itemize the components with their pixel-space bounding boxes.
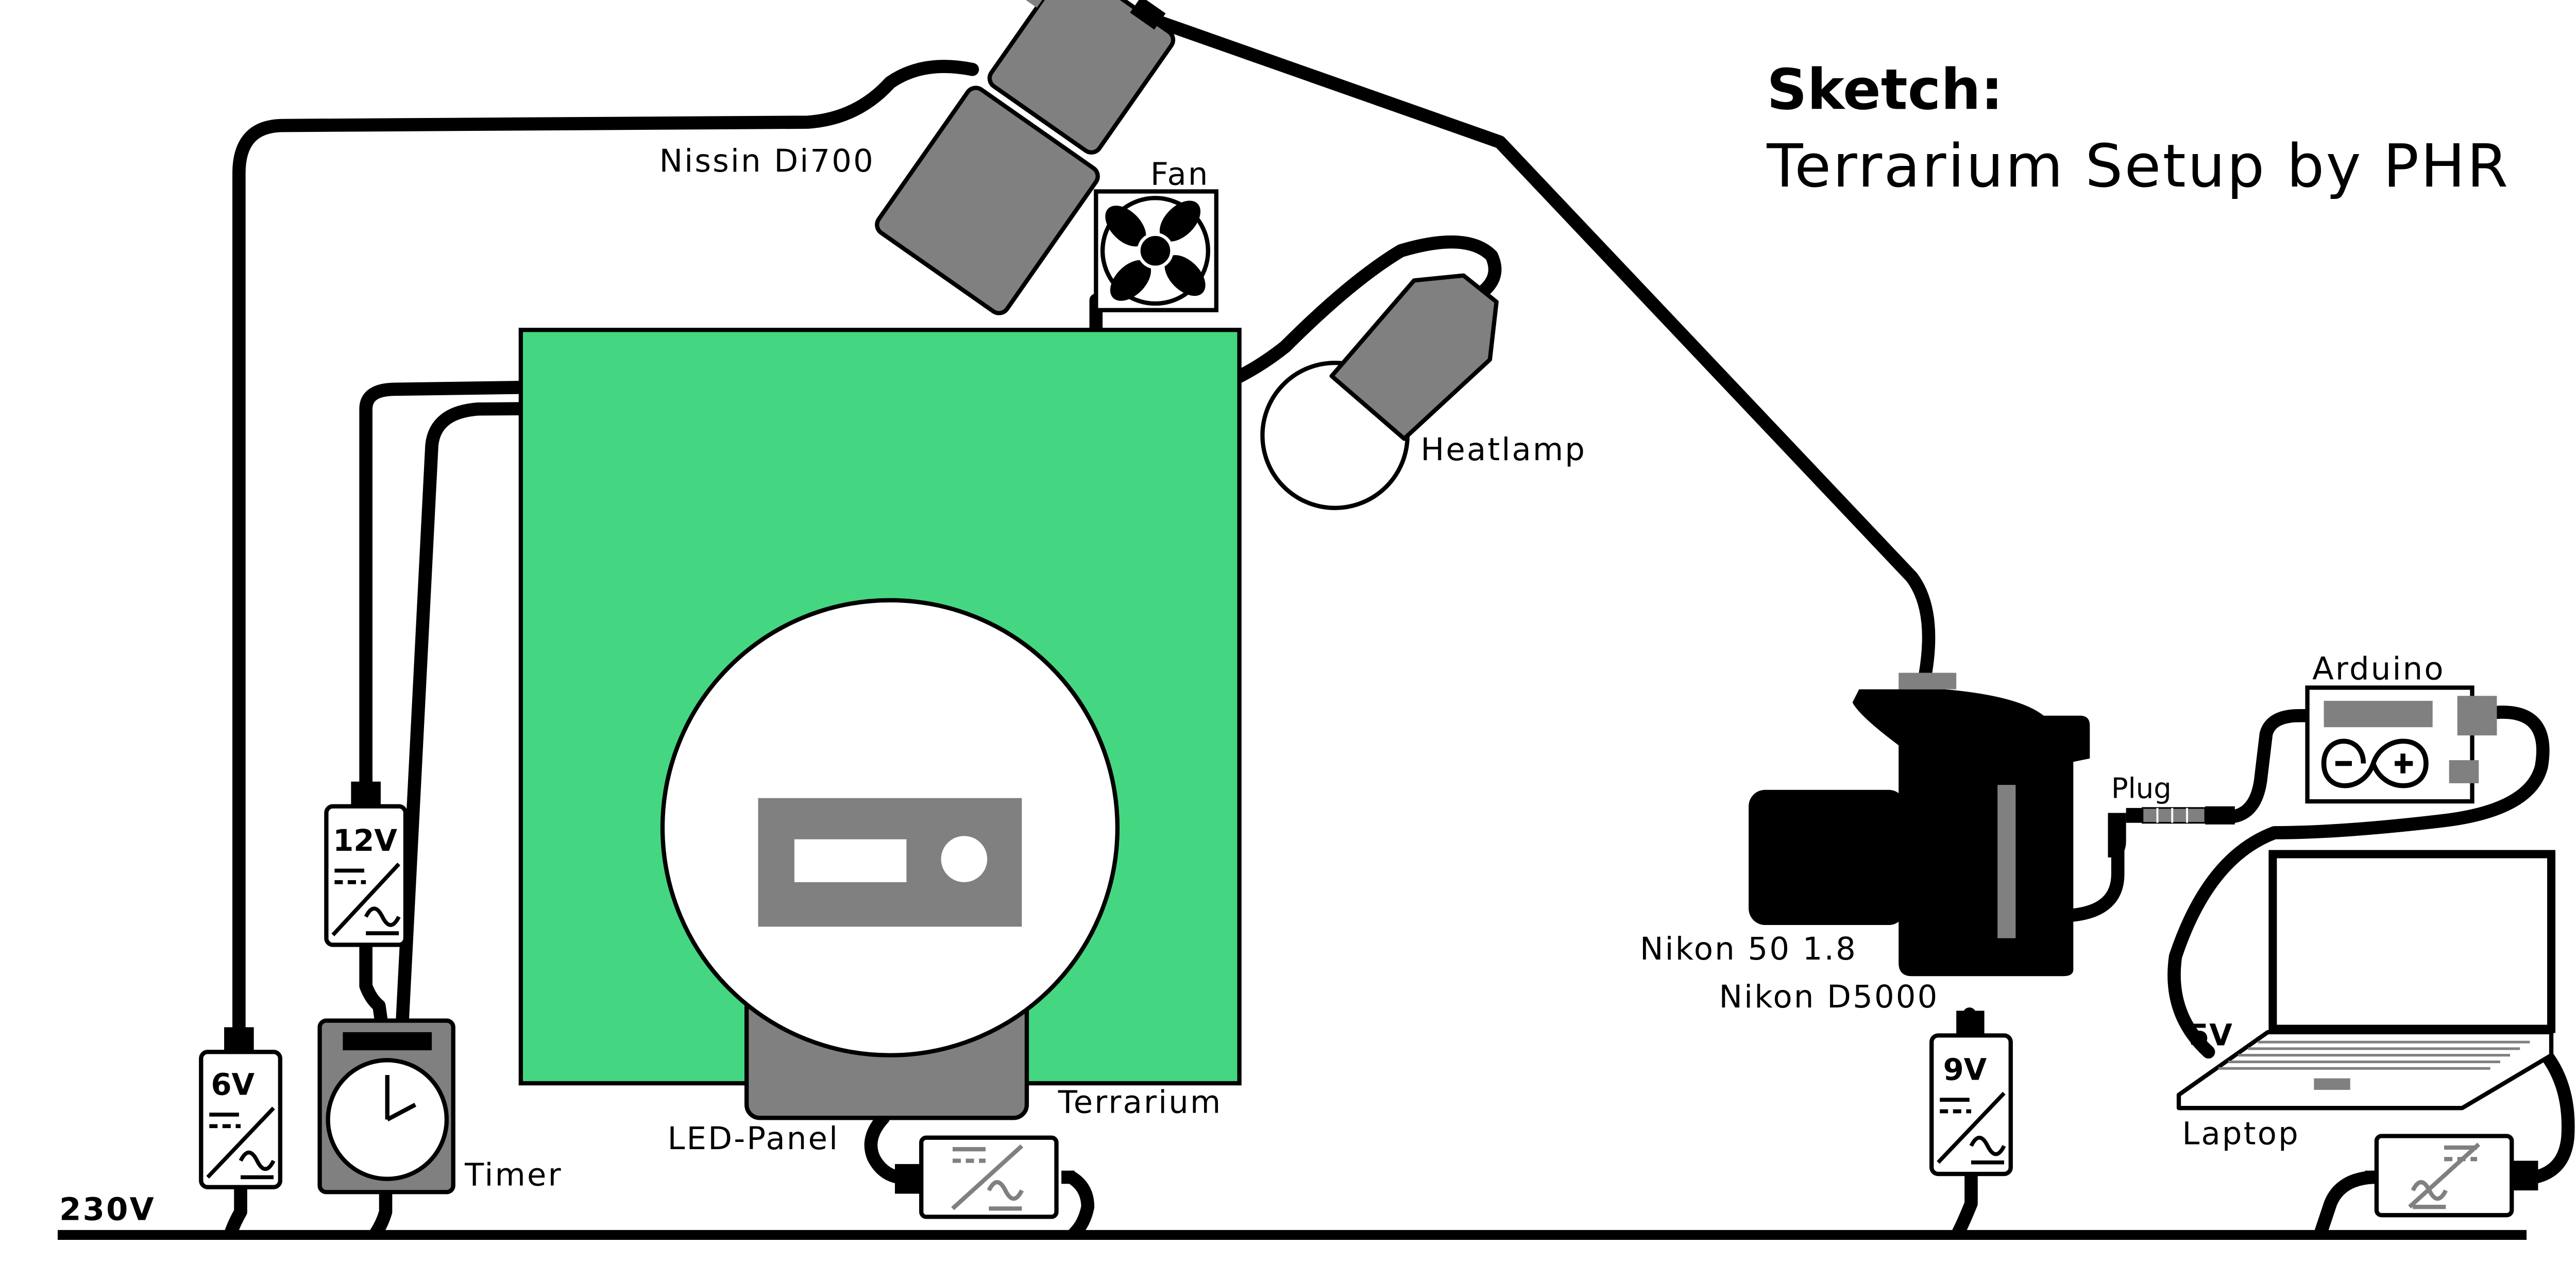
- wire-laptop-converter-mains: [2314, 1170, 2380, 1240]
- plug: [2108, 806, 2235, 857]
- wire-9v-mains: [1951, 1167, 1978, 1240]
- lens: [1749, 789, 1906, 926]
- dc-ac-converter-icon: [951, 1144, 1024, 1211]
- heatlamp: [1329, 273, 1499, 441]
- wire-arduino-laptop: [2167, 705, 2550, 1059]
- psu-9v-label: 9V: [1943, 1053, 1987, 1087]
- wire-12v-timer: [359, 939, 389, 1036]
- wire-6v-flash: [232, 60, 979, 1037]
- wire-timer-mains: [369, 1187, 393, 1240]
- wire-led-converter: [864, 1111, 905, 1184]
- camera-hotshoe: [1899, 672, 1957, 690]
- lens-label: Nikon 50 1.8: [1640, 931, 1857, 967]
- wire-timer-heatlamp: [395, 235, 1502, 1032]
- heatlamp-label: Heatlamp: [1421, 432, 1587, 468]
- camera-label: Nikon D5000: [1719, 979, 1939, 1015]
- wire-laptop-converter: [2528, 1048, 2575, 1184]
- psu-12v-label: 12V: [333, 823, 397, 858]
- clock-icon: [326, 1058, 449, 1181]
- psu-6v-label: 6V: [211, 1068, 255, 1102]
- plug-label: Plug: [2111, 772, 2172, 805]
- camera-body: [1852, 689, 2090, 977]
- mains-label: 230V: [59, 1192, 156, 1228]
- wire-converter-mains: [1064, 1170, 1095, 1240]
- led-panel-display: [794, 839, 907, 882]
- psu-9v: 9V: [1929, 1011, 2013, 1176]
- laptop-screen: [2268, 850, 2556, 1033]
- wire-flash-camera: [1073, 13, 1936, 683]
- psu-6v: 6V: [199, 1027, 282, 1189]
- timer-label: Timer: [464, 1157, 563, 1193]
- laptop-voltage-label: 5V: [2189, 1018, 2232, 1053]
- laptop-touchpad: [2314, 1078, 2350, 1090]
- dc-ac-converter-icon: [206, 1106, 276, 1180]
- psu-12v: 12V: [324, 781, 408, 947]
- camera-nikon: [1749, 672, 2090, 977]
- camera-grip: [1997, 785, 2016, 938]
- flash-nissin: [875, 0, 1176, 315]
- title-line2: Terrarium Setup by PHR: [1766, 132, 2510, 201]
- dc-ac-converter-icon: [1937, 1091, 2006, 1165]
- flash-label: Nissin Di700: [659, 143, 875, 179]
- timer: [317, 1018, 455, 1195]
- led-panel-knob: [941, 836, 988, 882]
- wire-plug-arduino: [2228, 709, 2331, 823]
- dc-ac-converter-icon: [2408, 1142, 2481, 1209]
- laptop-converter: [2365, 1134, 2538, 1218]
- laptop-label: Laptop: [2182, 1116, 2299, 1152]
- dc-ac-converter-icon: [331, 863, 401, 936]
- arduino-label: Arduino: [2312, 651, 2445, 687]
- wires: [224, 13, 2575, 1240]
- laptop-base: [2176, 1030, 2554, 1111]
- arduino: [2305, 685, 2497, 804]
- terrarium-label: Terrarium: [1058, 1085, 1223, 1121]
- fan-label: Fan: [1150, 157, 1210, 193]
- fan: [1094, 189, 1219, 312]
- wire-camera-plug: [2066, 837, 2125, 922]
- fan-icon: [1100, 196, 1211, 306]
- arduino-infinity-icon: [2321, 738, 2429, 788]
- led-panel-label: LED-Panel: [668, 1121, 840, 1157]
- led-panel-converter: [895, 1135, 1075, 1219]
- wire-6v-mains: [224, 1180, 247, 1240]
- laptop: [2176, 850, 2556, 1111]
- title-line1: Sketch:: [1767, 57, 2003, 123]
